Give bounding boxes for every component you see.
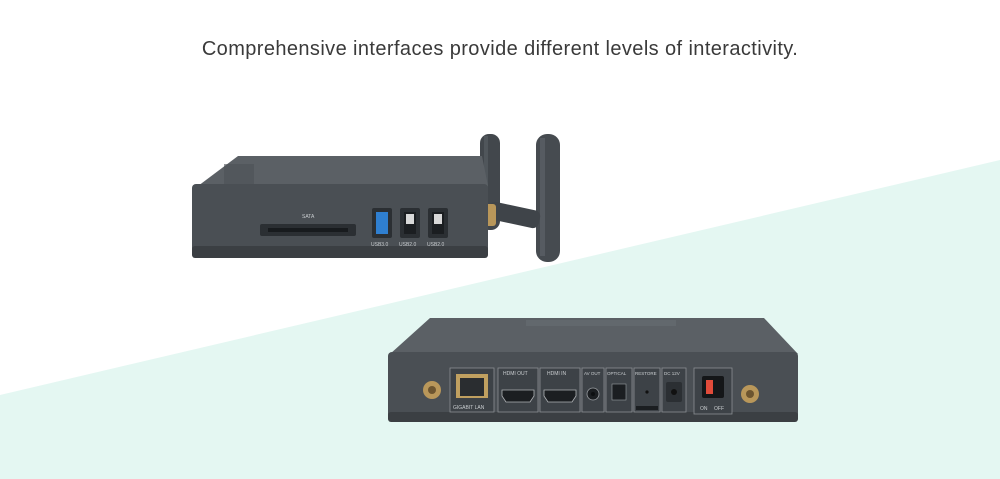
hdmi-in-label: HDMI IN: [547, 371, 567, 377]
restore-button: [633, 367, 661, 413]
hdmi-out-port: [497, 367, 539, 413]
usb-label-1: USB3.0: [371, 242, 388, 248]
gigabit-lan-port: [449, 367, 495, 413]
hdmi-out-label: HDMI OUT: [503, 371, 528, 377]
switch-on-label: ON: [700, 406, 708, 412]
restore-label: RESTORE: [635, 371, 657, 376]
dc-label: DC 12V: [664, 371, 680, 376]
sata-label: SATA: [302, 214, 315, 220]
front-view-device: SATA USB3.0 USB2.0 USB2.0: [192, 134, 560, 262]
hdmi-in-port: [539, 367, 581, 413]
device-top-surface: [198, 156, 488, 186]
rear-view-device: GIGABIT LAN HDMI OUT HDMI IN AV OUT OPTI…: [388, 318, 798, 422]
switch-off-label: OFF: [714, 406, 724, 412]
rear-device-top-surface: [390, 318, 798, 354]
usb3-port: [372, 208, 392, 238]
headline: Comprehensive interfaces provide differe…: [201, 38, 799, 60]
antenna-connector-left: [423, 381, 441, 399]
usb2-port-1: [400, 208, 420, 238]
antenna-front: [482, 134, 560, 262]
power-switch: [693, 367, 733, 415]
av-out-port: [581, 367, 605, 413]
usb-label-3: USB2.0: [427, 242, 444, 248]
sata-port: [260, 224, 356, 236]
optical-port: [605, 367, 633, 413]
usb2-port-2: [428, 208, 448, 238]
lan-label: GIGABIT LAN: [453, 405, 485, 411]
usb-label-2: USB2.0: [399, 242, 416, 248]
optical-label: OPTICAL: [607, 371, 627, 376]
av-out-label: AV OUT: [584, 371, 601, 376]
dc-power-port: [661, 367, 687, 413]
antenna-connector-right: [741, 385, 759, 403]
